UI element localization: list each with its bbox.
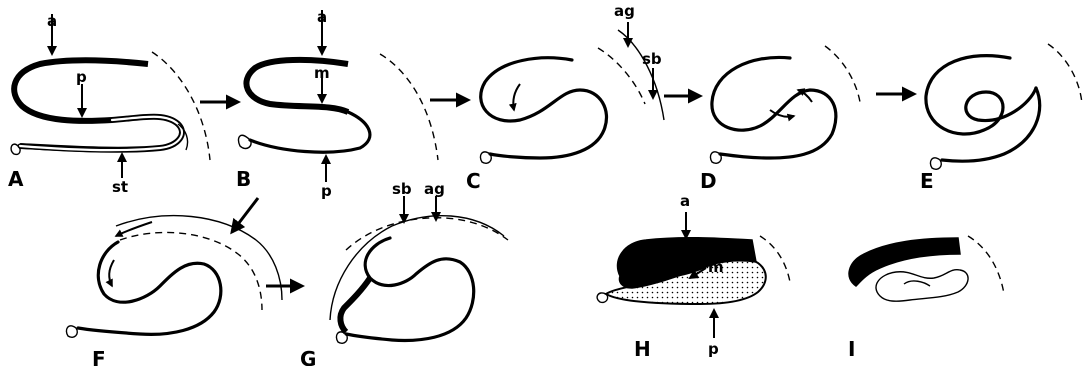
panel-i: I — [848, 235, 1005, 361]
label-h-a: a — [680, 192, 690, 210]
label-b-a: a — [317, 8, 327, 26]
label-b-p: p — [321, 182, 332, 200]
panel-b: a m p B — [236, 8, 439, 200]
label-c-ag: ag — [614, 2, 635, 20]
transition-arrow-b-f — [230, 197, 260, 235]
panel-label-h: H — [634, 337, 651, 361]
panel-d: D — [700, 45, 861, 193]
label-b-m: m — [314, 64, 330, 82]
panel-label-e: E — [920, 169, 934, 193]
panel-g: sb ag G — [300, 180, 509, 366]
label-a-p: p — [76, 68, 87, 86]
panel-label-d: D — [700, 169, 717, 193]
panel-f: F — [65, 214, 283, 366]
label-a-a: a — [47, 12, 57, 30]
panel-label-c: C — [466, 169, 481, 193]
panel-label-a: A — [8, 167, 24, 191]
label-h-m: m — [708, 258, 724, 276]
panel-label-i: I — [848, 337, 855, 361]
panel-e: E — [920, 43, 1083, 193]
label-c-sb: sb — [642, 50, 662, 68]
label-a-st: st — [112, 178, 128, 196]
label-h-p: p — [708, 340, 719, 358]
panel-c: ag sb C — [466, 2, 665, 193]
panel-label-b: B — [236, 167, 251, 191]
label-g-ag: ag — [424, 180, 445, 198]
panel-a: a p st A — [8, 12, 211, 196]
label-g-sb: sb — [392, 180, 412, 198]
panel-label-g: G — [300, 347, 316, 366]
panel-h: a m p H — [596, 192, 791, 361]
panel-label-f: F — [92, 347, 106, 366]
